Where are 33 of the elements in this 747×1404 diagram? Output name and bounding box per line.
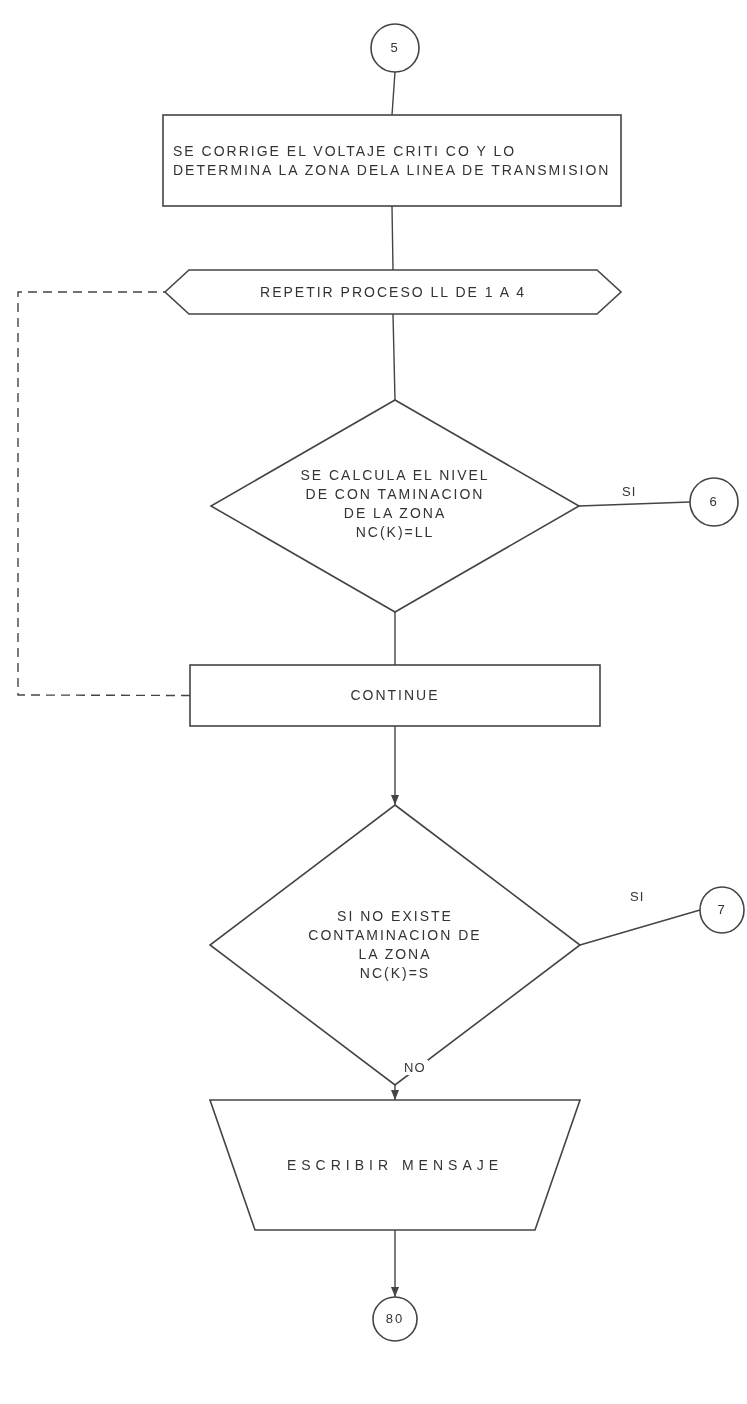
decision-diamond [210,805,580,1085]
connector-circle [700,887,744,933]
arrow [391,725,399,806]
formula-text: NC(K)=S [359,963,431,983]
connector-number: 7 [717,901,727,919]
process-box [190,665,600,726]
node-text: SE CALCULA EL NIVEL DE CON TAMINACION DE LA ZONA [300,466,490,523]
connector-number: 5 [390,39,400,57]
connector-line [578,501,691,507]
connector-line [17,291,191,697]
connector-line [391,71,396,116]
process-box [163,115,621,206]
node-text: ESCRIBIR MENSAJE [286,1155,504,1175]
connector-circle [371,24,419,72]
connector-line [394,611,396,666]
connector-line [391,205,394,271]
arrow [391,1229,399,1298]
loop-hexagon [165,270,621,314]
node-text: SE CORRIGE EL VOLTAJE CRITI CO Y LO DETERMINA LA ZONA DELA LINEA DE TRANSMISION [173,141,611,180]
edge-label: NO [402,1060,428,1075]
node-text: REPETIR PROCESO LL DE 1 A 4 [260,282,526,302]
connector-line [579,909,701,946]
connector-line [392,313,396,401]
connector-number: 6 [709,493,719,511]
connector-circle [373,1297,417,1341]
formula-text: NC(K)=LL [355,522,435,542]
node-text: SI NO EXISTE CONTAMINACION DE LA ZONA [307,907,483,964]
arrow [391,1084,399,1101]
node-text: CONTINUE [350,686,440,705]
decision-diamond [211,400,579,612]
connector-circle [690,478,738,526]
output-trapezoid [210,1100,580,1230]
connector-number: 80 [385,1310,405,1328]
